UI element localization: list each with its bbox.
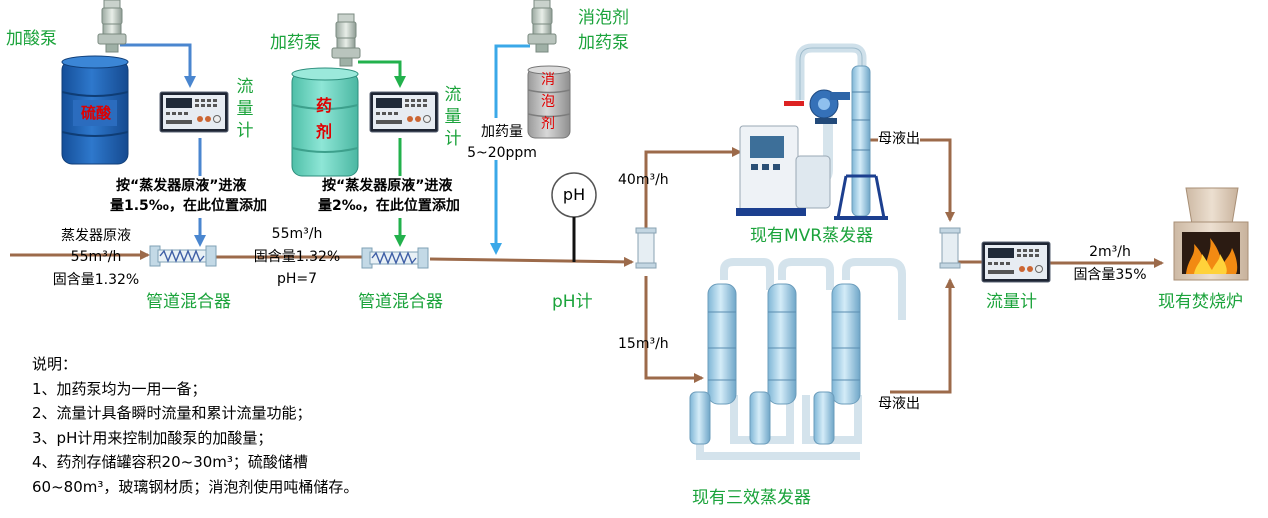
acid-flowmeter-icon — [159, 91, 229, 133]
output-flow: 2m³/h — [1089, 244, 1131, 260]
mid-ph: pH=7 — [276, 271, 318, 287]
agent-line — [358, 60, 406, 247]
output-flowmeter-icon — [981, 241, 1051, 283]
mother-liquor-label-2: 母液出 — [878, 396, 920, 413]
acid-line — [120, 43, 206, 247]
feed-solids: 固含量1.32% — [52, 272, 140, 288]
defoamer-line — [490, 44, 530, 255]
mvr-evaporator-icon — [736, 43, 888, 220]
triple-effect-evaporator-icon — [689, 258, 906, 460]
acid-pump-icon — [97, 0, 127, 53]
dosing-pump-icon — [331, 13, 361, 67]
flow-to-triple: 15m³/h — [618, 336, 669, 352]
acid-dose-note-2: 量1.5‰，在此位置添加 — [110, 198, 267, 214]
mid-solids: 固含量1.32% — [253, 249, 341, 265]
agent-dose-note-1: 按“蒸发器原液”进液 — [322, 178, 453, 194]
mixer-label-2: 管道混合器 — [358, 292, 443, 312]
ph-sensor-icon — [551, 172, 597, 262]
static-mixer-icon — [149, 245, 217, 267]
ph-meter-label: pH计 — [552, 292, 593, 312]
note-item: 60~80m³，玻璃钢材质；消泡剂使用吨桶储存。 — [32, 477, 359, 496]
tee-icon — [635, 227, 657, 269]
dosing-pump-label: 加药泵 — [270, 33, 321, 53]
flowmeter-char: 量 — [444, 107, 462, 127]
flame-icon — [1186, 238, 1238, 274]
dosing-amount-label: 加药量 — [481, 124, 523, 140]
mother-liquor-label-1: 母液出 — [878, 131, 920, 148]
defoamer-pump-label-2: 加药泵 — [578, 33, 629, 53]
note-item: 3、pH计用来控制加酸泵的加酸量； — [32, 428, 273, 447]
notes-title: 说明： — [32, 355, 78, 373]
dosing-amount-value: 5~20ppm — [467, 145, 537, 161]
triple-effect-label: 现有三效蒸发器 — [692, 488, 811, 508]
agent-flowmeter-icon — [369, 91, 439, 133]
note-item: 2、流量计具备瞬时流量和累计流量功能； — [32, 404, 312, 422]
flowmeter-char: 计 — [444, 129, 462, 149]
incinerator-label: 现有焚烧炉 — [1158, 292, 1243, 312]
note-item: 1、加药泵均为一用一备； — [32, 379, 207, 398]
tee-icon — [939, 227, 961, 269]
acid-flowmeter-label: 流 量 计 — [235, 76, 255, 142]
acid-dose-note-1: 按“蒸发器原液”进液 — [116, 178, 247, 194]
defoamer-pump-icon — [527, 0, 557, 53]
feed-flow: 55m³/h — [70, 249, 122, 265]
ph-symbol: pH — [562, 185, 586, 204]
output-solids: 固含量35% — [1073, 267, 1147, 283]
defoamer-label-3: 剂 — [541, 116, 555, 132]
agent-label-2: 剂 — [316, 122, 333, 141]
output-flowmeter-label: 流量计 — [986, 292, 1037, 312]
flowmeter-char: 量 — [236, 99, 254, 119]
mid-flow: 55m³/h — [271, 226, 323, 242]
agent-tank-icon — [291, 67, 359, 177]
compressor-icon — [784, 89, 850, 124]
agent-flowmeter-label: 流 量 计 — [443, 84, 463, 150]
static-mixer-icon — [361, 247, 429, 269]
acid-pump-label: 加酸泵 — [6, 29, 57, 49]
mixer-label-1: 管道混合器 — [146, 292, 231, 312]
feed-label: 蒸发器原液 — [61, 228, 131, 244]
defoamer-pump-label-1: 消泡剂 — [578, 8, 629, 28]
note-item: 4、药剂存储罐容积20~30m³；硫酸储槽 — [32, 453, 308, 471]
defoamer-label-1: 消 — [541, 72, 555, 88]
sulfuric-acid-label: 硫酸 — [80, 104, 111, 122]
flowmeter-char: 流 — [236, 77, 254, 97]
flowmeter-char: 流 — [444, 85, 462, 105]
agent-label-1: 药 — [316, 96, 333, 115]
defoamer-label-2: 泡 — [541, 94, 555, 110]
agent-dose-note-2: 量2‰，在此位置添加 — [318, 198, 460, 214]
flow-to-mvr: 40m³/h — [618, 172, 669, 188]
incinerator-icon — [1173, 187, 1249, 281]
mvr-label: 现有MVR蒸发器 — [750, 226, 874, 246]
flowmeter-char: 计 — [236, 121, 254, 141]
sulfuric-acid-tank-icon — [61, 55, 129, 165]
defoamer-tank-icon — [527, 65, 571, 139]
notes-block: 说明： 1、加药泵均为一用一备； 2、流量计具备瞬时流量和累计流量功能； 3、p… — [32, 352, 358, 499]
